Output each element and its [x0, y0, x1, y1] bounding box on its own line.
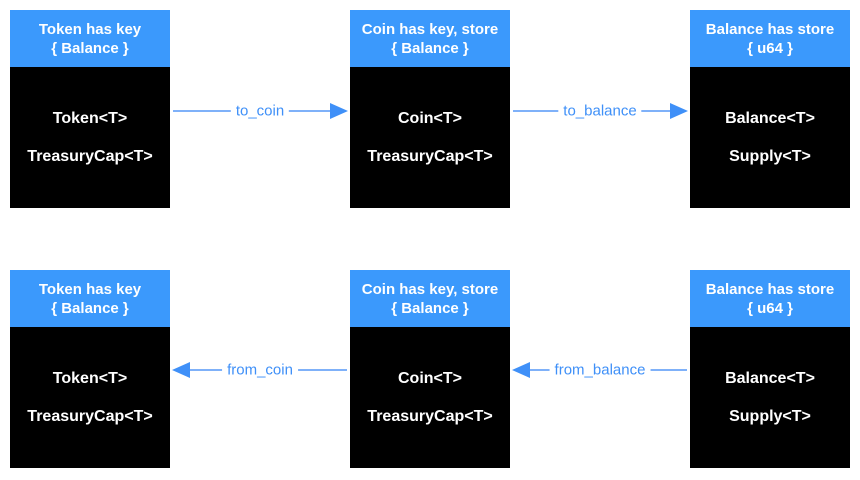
- box-header: Token has key { Balance }: [10, 10, 170, 67]
- box-body: Token<T> TreasuryCap<T>: [10, 67, 170, 208]
- box-coin-row2: Coin has key, store { Balance } Coin<T> …: [350, 270, 510, 468]
- box-field: Coin<T>: [397, 369, 462, 387]
- box-balance-row1: Balance has store { u64 } Balance<T> Sup…: [690, 10, 850, 208]
- box-header-line2: { Balance }: [391, 299, 469, 317]
- box-token-row2: Token has key { Balance } Token<T> Treas…: [10, 270, 170, 468]
- box-coin-row1: Coin has key, store { Balance } Coin<T> …: [350, 10, 510, 208]
- box-field: Supply<T>: [729, 407, 811, 425]
- arrow-from-balance: from_balance: [510, 355, 690, 385]
- box-field: Coin<T>: [397, 109, 462, 127]
- box-field: Supply<T>: [729, 147, 811, 165]
- box-header-line1: Coin has key, store: [361, 20, 499, 38]
- box-body: Token<T> TreasuryCap<T>: [10, 327, 170, 468]
- box-field: TreasuryCap<T>: [27, 147, 153, 165]
- box-header-line1: Coin has key, store: [361, 280, 499, 298]
- box-header-line1: Balance has store: [705, 280, 835, 298]
- box-field: Token<T>: [52, 369, 128, 387]
- box-header-line1: Balance has store: [705, 20, 835, 38]
- box-body: Balance<T> Supply<T>: [690, 67, 850, 208]
- box-field: Token<T>: [52, 109, 128, 127]
- box-header-line1: Token has key: [38, 20, 142, 38]
- arrow-to-balance: to_balance: [510, 96, 690, 126]
- box-field: TreasuryCap<T>: [367, 147, 493, 165]
- box-balance-row2: Balance has store { u64 } Balance<T> Sup…: [690, 270, 850, 468]
- box-header-line2: { Balance }: [391, 39, 469, 57]
- arrow-label: to_coin: [230, 102, 290, 120]
- arrow-label: from_balance: [549, 361, 651, 379]
- box-header: Balance has store { u64 }: [690, 10, 850, 67]
- box-body: Coin<T> TreasuryCap<T>: [350, 67, 510, 208]
- arrow-label: to_balance: [558, 102, 642, 120]
- box-field: TreasuryCap<T>: [27, 407, 153, 425]
- box-header-line2: { u64 }: [747, 299, 793, 317]
- box-body: Coin<T> TreasuryCap<T>: [350, 327, 510, 468]
- arrowhead-left-icon: [172, 362, 190, 378]
- box-header-line1: Token has key: [38, 280, 142, 298]
- arrowhead-right-icon: [670, 103, 688, 119]
- box-field: Balance<T>: [725, 369, 815, 387]
- box-body: Balance<T> Supply<T>: [690, 327, 850, 468]
- arrow-to-coin: to_coin: [170, 96, 350, 126]
- box-header: Coin has key, store { Balance }: [350, 270, 510, 327]
- arrow-label: from_coin: [222, 361, 298, 379]
- arrowhead-left-icon: [512, 362, 530, 378]
- arrowhead-right-icon: [330, 103, 348, 119]
- box-header: Balance has store { u64 }: [690, 270, 850, 327]
- box-header-line2: { Balance }: [51, 299, 129, 317]
- box-header-line2: { u64 }: [747, 39, 793, 57]
- box-field: TreasuryCap<T>: [367, 407, 493, 425]
- box-header: Token has key { Balance }: [10, 270, 170, 327]
- box-header: Coin has key, store { Balance }: [350, 10, 510, 67]
- box-header-line2: { Balance }: [51, 39, 129, 57]
- arrow-from-coin: from_coin: [170, 355, 350, 385]
- box-field: Balance<T>: [725, 109, 815, 127]
- box-token-row1: Token has key { Balance } Token<T> Treas…: [10, 10, 170, 208]
